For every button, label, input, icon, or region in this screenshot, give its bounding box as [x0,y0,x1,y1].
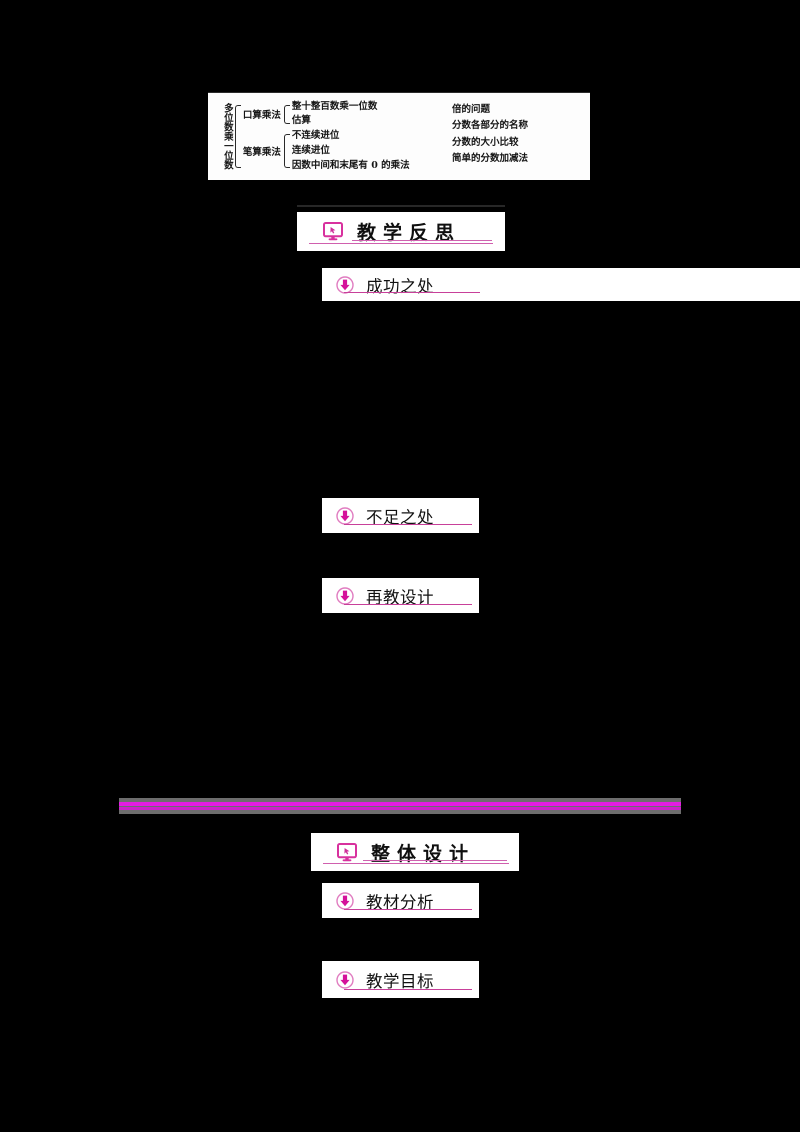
sub-section-material-analysis: 教材分析 [322,883,479,918]
branch-written-multiplication: 笔算乘法 不连续进位 连续进位 因数中间和末尾有 0 的乘法 [241,129,410,173]
leaf-list: 不连续进位 连续进位 因数中间和末尾有 0 的乘法 [289,129,410,173]
header-underline [309,243,493,244]
sub-section-underline [344,909,472,910]
section-header-overall-design: 整体设计 [311,833,519,871]
sub-section-teaching-goals: 教学目标 [322,961,479,998]
header-underline-inner [363,860,507,861]
right-column-item: 分数的大小比较 [452,136,519,148]
branch-brace [283,103,290,126]
down-arrow-circle-icon [336,506,354,525]
right-column-item: 分数各部分的名称 [452,120,529,132]
down-arrow-circle-icon [336,891,354,910]
root-brace [233,101,241,172]
branch-oral-multiplication: 口算乘法 整十整百数乘一位数 估算 [241,100,410,129]
down-arrow-circle-icon [336,970,354,989]
knowledge-map-tree: 多位数乘一位数 口算乘法 整十整百数乘一位数 估算 笔算乘法 不连续进位 [208,93,590,180]
header-underline [323,863,509,864]
knowledge-map-root-label: 多位数乘一位数 [221,103,233,170]
sub-section-success: 成功之处 [322,268,800,301]
monitor-icon [323,222,343,241]
section-header-teaching-reflection: 教学反思 [297,212,505,251]
sub-section-underline [344,604,472,605]
section-header-title: 整体设计 [371,842,476,865]
sub-section-underline [344,989,472,990]
branch-column: 口算乘法 整十整百数乘一位数 估算 笔算乘法 不连续进位 连续进位 因数中间和末… [241,93,410,180]
leaf-item: 连续进位 [291,144,330,156]
branch-brace [283,132,290,170]
divider-stripe-deep [119,807,681,810]
sub-section-title: 不足之处 [366,508,434,527]
monitor-icon [337,842,357,861]
sub-section-redesign: 再教设计 [322,578,479,613]
sub-section-title: 教材分析 [366,893,434,912]
knowledge-map-panel: 多位数乘一位数 口算乘法 整十整百数乘一位数 估算 笔算乘法 不连续进位 [208,92,590,180]
knowledge-map-right-column: 倍的问题 分数各部分的名称 分数的大小比较 简单的分数加减法 [452,102,528,167]
sub-section-shortcomings: 不足之处 [322,498,479,533]
right-column-item: 简单的分数加减法 [452,152,529,164]
divider-stripe-bright [119,802,681,806]
branch-label: 笔算乘法 [242,147,281,159]
down-arrow-circle-icon [336,275,354,294]
leaf-item: 估算 [291,115,311,127]
leaf-item: 不连续进位 [291,130,340,142]
header-underline-inner [352,240,492,241]
leaf-item: 因数中间和末尾有 0 的乘法 [291,159,410,171]
down-arrow-circle-icon [336,586,354,605]
sub-section-title: 教学目标 [366,972,434,991]
sub-section-underline [344,292,480,293]
sub-section-title: 成功之处 [366,277,434,296]
section-header-title: 教学反思 [357,222,462,244]
sub-section-title: 再教设计 [366,588,434,607]
chapter-divider [119,798,681,814]
sub-section-underline [344,524,472,525]
teaching-reflection-top-rule [297,205,505,207]
leaf-list: 整十整百数乘一位数 估算 [289,100,378,129]
branch-label: 口算乘法 [242,110,281,122]
leaf-item: 整十整百数乘一位数 [291,100,378,112]
right-column-item: 倍的问题 [452,104,491,115]
